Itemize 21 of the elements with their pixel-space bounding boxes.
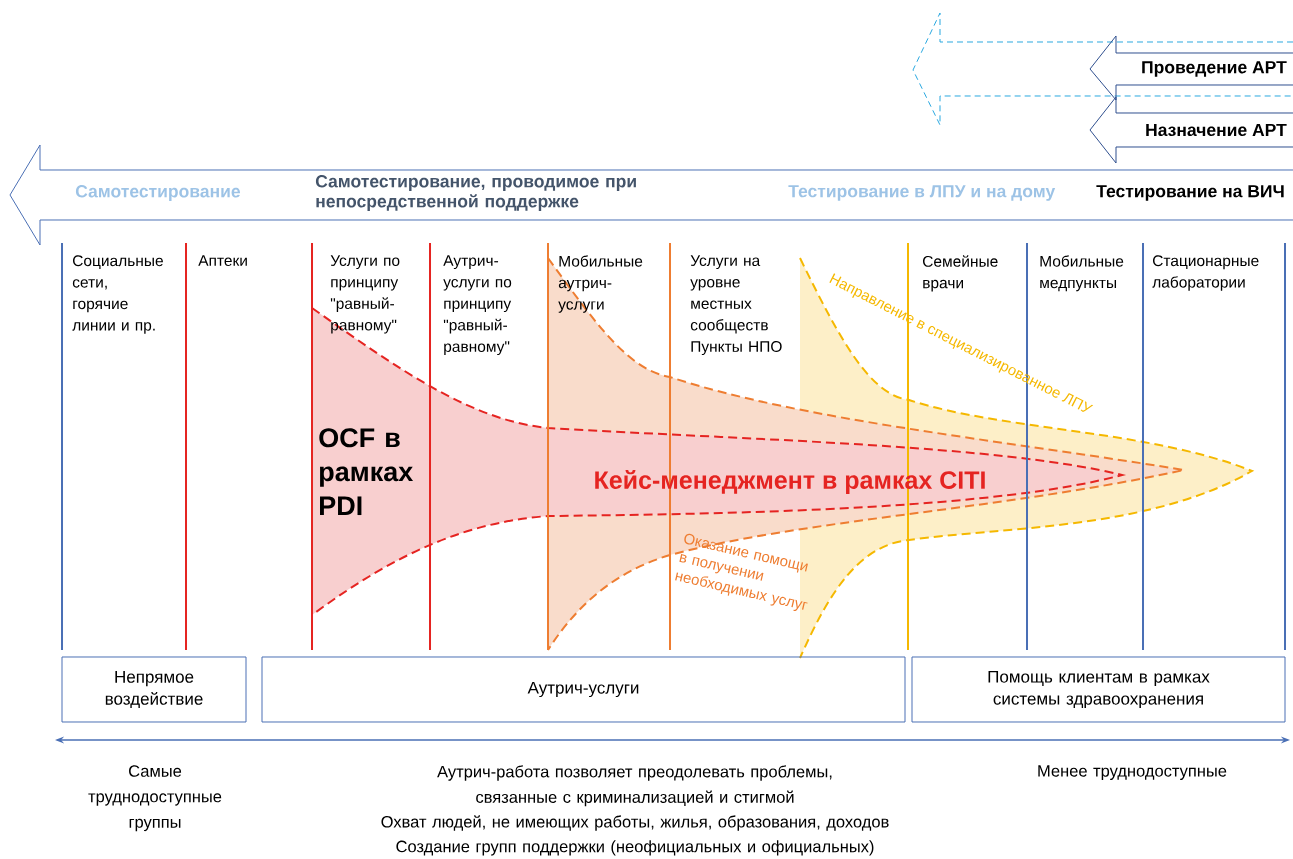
- category-box: Помощь клиентам в рамках системы здравоохранения: [911, 656, 1286, 723]
- note-text: Самые труднодоступные группы: [88, 765, 222, 832]
- band-label: Самотестирование: [75, 185, 241, 201]
- column-label: Услуги по принципу "равный-равному": [330, 255, 400, 334]
- column-label: Мобильные медпункты: [1040, 255, 1124, 292]
- category-box: Аутрич-услуги: [261, 656, 906, 723]
- note-text: Аутрич-работа позволяет преодолевать проблемы, связанные с криминализацией и стигмой: [437, 765, 832, 807]
- column-label: Семейные врачи: [923, 255, 998, 292]
- column-label: Стационарные лаборатории: [1152, 255, 1259, 291]
- arrow-band: Назначение АРТ: [1089, 96, 1293, 164]
- funnel-label: OCF в рамках PDI: [319, 428, 414, 516]
- band-label: Тестирование на ВИЧ: [1096, 185, 1284, 201]
- note-text: Создание групп поддержки (неофициальных и официальных): [396, 840, 874, 856]
- note-text: Охват людей, не имеющих работы, жилья, образования, доходов: [381, 815, 889, 831]
- band-label: Тестирование в ЛПУ и на дому: [788, 185, 1056, 201]
- category-box: Непрямое воздействие: [61, 656, 247, 723]
- column-label: Услуги на уровне местных сообществ Пункты НПО: [690, 255, 782, 356]
- band-label: Самотестирование, проводимое при непосредственной поддержке: [315, 175, 636, 211]
- column-label: Аутрич-услуги по принципу "равный-равному": [443, 255, 512, 356]
- note-text: Менее труднодоступные: [1038, 765, 1227, 780]
- column-label: Мобильные аутрич-услуги: [558, 255, 643, 313]
